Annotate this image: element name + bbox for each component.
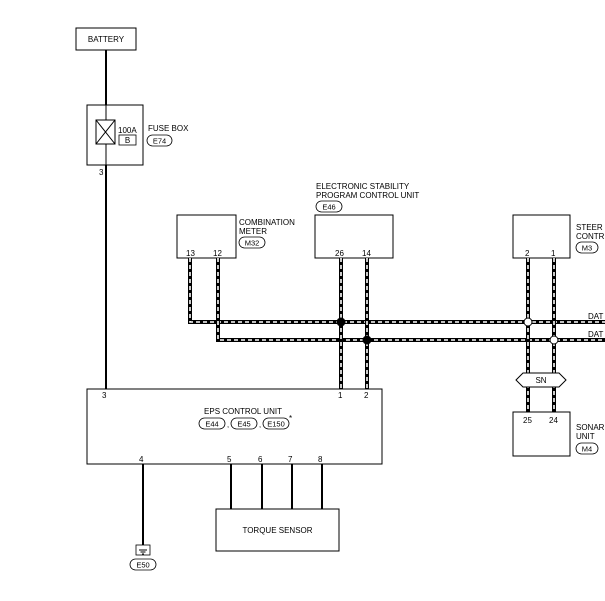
splice-dot-2 <box>362 335 372 345</box>
data-line-label-1: DAT <box>588 312 604 321</box>
splice-dot-1 <box>336 317 346 327</box>
eps-connector-badge-1 <box>198 417 226 430</box>
steering-pin-a: 2 <box>525 249 530 258</box>
sonar-pin-a: 25 <box>523 416 532 425</box>
fuse-rating: 100A <box>118 126 137 135</box>
combination-meter-pin-b: 12 <box>213 249 222 258</box>
torque-sensor-label: TORQUE SENSOR <box>242 526 312 535</box>
eps-asterisk: * <box>289 414 292 423</box>
steering-box <box>512 214 571 259</box>
sn-joint-label: SN <box>535 376 546 385</box>
eps-pin-can2: 2 <box>364 391 369 400</box>
eps-pin-can1: 1 <box>338 391 343 400</box>
torque-sensor-box <box>215 508 340 552</box>
fuse-icon-cross-b <box>95 119 116 145</box>
esp-pin-a: 26 <box>335 249 344 258</box>
splice-open-2 <box>549 335 559 345</box>
steering-label-1: STEER <box>576 223 603 232</box>
eps-sensor-pin-4: 8 <box>318 455 323 464</box>
eps-connector-badge-3 <box>262 417 290 430</box>
steering-connector: M3 <box>582 244 592 253</box>
sonar-label-2: UNIT <box>576 432 595 441</box>
eps-connector-1: E44 <box>205 420 218 429</box>
combination-meter-connector-badge <box>238 236 266 249</box>
eps-connector-2: E45 <box>237 420 250 429</box>
eps-sensor-pin-3: 7 <box>288 455 293 464</box>
eps-control-unit-label: EPS CONTROL UNIT <box>204 407 282 416</box>
eps-pin-power: 3 <box>102 391 107 400</box>
eps-sep-2: , <box>259 420 261 429</box>
ground-icon <box>135 544 151 556</box>
fuse-id: B <box>125 136 130 145</box>
fuse-id-box <box>118 134 137 146</box>
eps-sensor-pin-2: 6 <box>258 455 263 464</box>
eps-sensor-pin-1: 5 <box>227 455 232 464</box>
steering-connector-badge <box>575 241 599 254</box>
ground-connector: E50 <box>136 561 149 570</box>
eps-sep-1: , <box>227 420 229 429</box>
sonar-unit-box <box>512 411 571 457</box>
combination-meter-label-2: METER <box>239 227 267 236</box>
combination-meter-pin-a: 13 <box>186 249 195 258</box>
battery-label: BATTERY <box>88 35 125 44</box>
esp-unit-label-1: ELECTRONIC STABILITY <box>316 182 410 191</box>
combination-meter-label-1: COMBINATION <box>239 218 295 227</box>
steering-pin-b: 1 <box>551 249 556 258</box>
combination-meter-box <box>176 214 237 259</box>
sonar-connector-badge <box>575 442 599 455</box>
esp-connector: E46 <box>322 203 335 212</box>
eps-connector-badge-2 <box>230 417 258 430</box>
sonar-label-1: SONAR <box>576 423 605 432</box>
esp-unit-box <box>314 214 394 259</box>
sonar-pin-b: 24 <box>549 416 558 425</box>
eps-pin-ground: 4 <box>139 455 144 464</box>
esp-connector-badge <box>315 200 343 213</box>
sonar-connector: M4 <box>582 445 592 454</box>
eps-connector-3: E150 <box>267 420 285 429</box>
steering-label-2: CONTR <box>576 232 605 241</box>
fuse-box-label: FUSE BOX <box>148 124 189 133</box>
ground-connector-badge <box>129 558 157 571</box>
fuse-connector-badge <box>146 134 173 147</box>
esp-pin-b: 14 <box>362 249 371 258</box>
fuse-pin-out: 3 <box>99 168 104 177</box>
combination-meter-connector: M32 <box>245 239 260 248</box>
sn-joint <box>515 372 567 388</box>
data-line-label-2: DAT <box>588 330 604 339</box>
esp-unit-label-2: PROGRAM CONTROL UNIT <box>316 191 419 200</box>
fuse-connector: E74 <box>153 137 166 146</box>
splice-open-1 <box>523 317 533 327</box>
